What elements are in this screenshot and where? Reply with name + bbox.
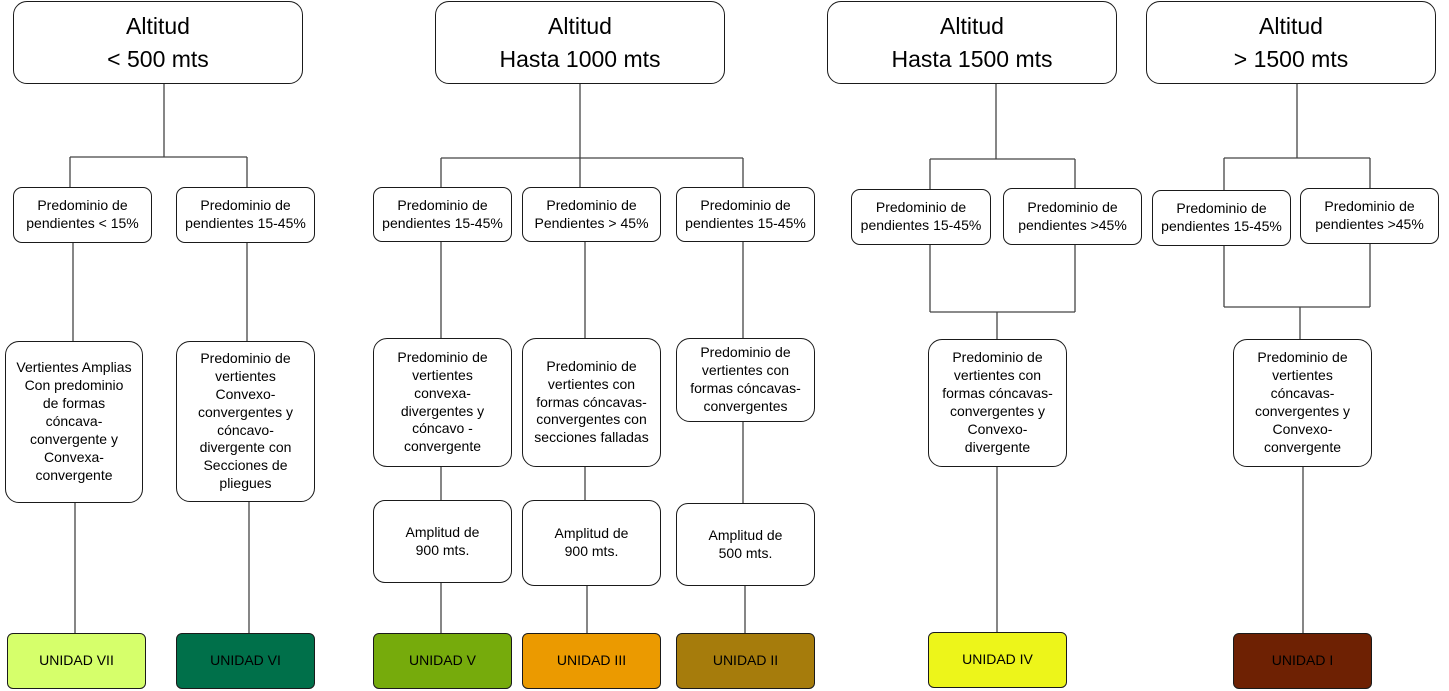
amplitude-box: Amplitud de 500 mts. bbox=[676, 503, 815, 586]
altitude-box-below-500: Altitud < 500 mts bbox=[13, 1, 303, 84]
altitude-box-up-to-1000: Altitud Hasta 1000 mts bbox=[435, 1, 725, 84]
unit-box-v: UNIDAD V bbox=[373, 633, 512, 689]
slope-box-over-45: Predominio de pendientes >45% bbox=[1003, 188, 1142, 245]
description-box: Predominio de vertientes convexa- diverg… bbox=[373, 338, 512, 467]
altitude-box-up-to-1500: Altitud Hasta 1500 mts bbox=[827, 1, 1117, 84]
unit-box-i: UNIDAD I bbox=[1233, 633, 1372, 689]
description-box: Predominio de vertientes Convexo- conver… bbox=[176, 341, 315, 502]
description-box: Predominio de vertientes con formas cónc… bbox=[928, 339, 1067, 467]
slope-box-15-45: Predominio de pendientes 15-45% bbox=[373, 187, 512, 242]
altitude-box-above-1500: Altitud > 1500 mts bbox=[1146, 1, 1436, 84]
unit-box-vi: UNIDAD VI bbox=[176, 633, 315, 689]
slope-box-15-45: Predominio de pendientes 15-45% bbox=[676, 187, 815, 242]
slope-box-over-45: Predominio de pendientes >45% bbox=[1300, 188, 1439, 244]
unit-box-vii: UNIDAD VII bbox=[7, 633, 146, 689]
slope-box-15-45: Predominio de pendientes 15-45% bbox=[851, 189, 991, 245]
description-box: Predominio de vertientes con formas cónc… bbox=[522, 338, 661, 467]
description-box: Predominio de vertientes cóncavas- conve… bbox=[1233, 339, 1372, 467]
amplitude-box: Amplitud de 900 mts. bbox=[522, 500, 661, 586]
slope-box-over-45: Predominio de Pendientes > 45% bbox=[522, 187, 661, 242]
amplitude-box: Amplitud de 900 mts. bbox=[373, 500, 512, 583]
unit-box-iv: UNIDAD IV bbox=[928, 632, 1067, 688]
unit-box-ii: UNIDAD II bbox=[676, 633, 815, 689]
unit-box-iii: UNIDAD III bbox=[522, 633, 661, 689]
slope-box-15-45: Predominio de pendientes 15-45% bbox=[1152, 190, 1291, 246]
description-box: Vertientes Amplias Con predominio de for… bbox=[5, 341, 143, 503]
slope-box-15-45: Predominio de pendientes 15-45% bbox=[176, 187, 315, 243]
description-box: Predominio de vertientes con formas cónc… bbox=[676, 338, 815, 422]
slope-box-under-15: Predominio de pendientes < 15% bbox=[13, 187, 152, 243]
